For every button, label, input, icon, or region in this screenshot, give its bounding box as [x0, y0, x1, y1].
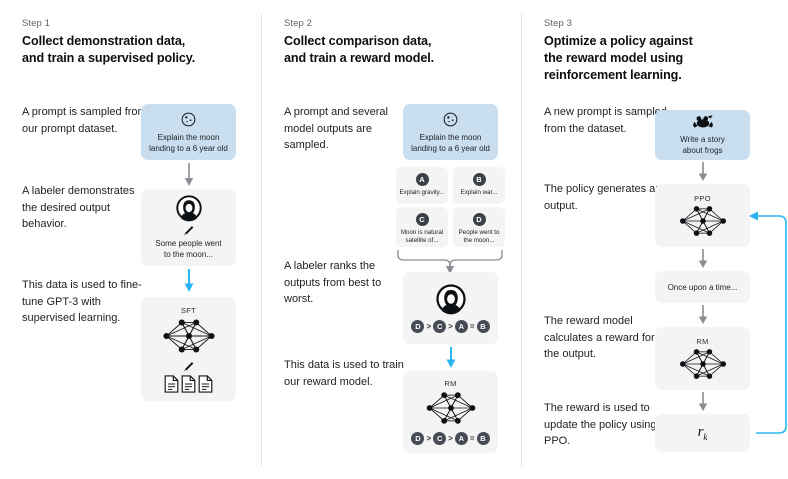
output-badge-b: B: [472, 173, 486, 186]
step-2-title: Collect comparison data, and train a rew…: [284, 34, 435, 65]
step-2-rm-card[interactable]: RM: [403, 371, 498, 453]
output-text-a: Explain gravity...: [399, 189, 445, 196]
step-2-output-card-d[interactable]: D People went to the moon...: [453, 207, 505, 247]
step-1-paragraph-3: This data is used to fine-tune GPT-3 wit…: [22, 279, 142, 324]
rank-badge-c: C: [433, 432, 447, 445]
rank-op-2: >: [448, 434, 453, 443]
column-step-1: Step 1 Collect demonstration data, and t…: [0, 0, 260, 479]
neural-network-icon: [425, 390, 477, 426]
rank-badge-a: A: [454, 319, 468, 333]
frog-icon: [692, 114, 714, 130]
arrow-down-gray: [698, 162, 708, 181]
labeler-avatar-icon: [175, 195, 202, 222]
arrow-down-blue: [184, 269, 194, 292]
step-3-reward-card[interactable]: rk: [655, 414, 750, 452]
step-3-prompt-card[interactable]: Write a story about frogs: [655, 110, 750, 160]
step-2-output-card-b[interactable]: B Explain war...: [453, 167, 505, 204]
step-3-output-card[interactable]: Once upon a time...: [655, 271, 750, 303]
rank-badge-d: D: [411, 432, 425, 445]
step-1-label: Step 1: [22, 18, 51, 29]
rank-badge-b: B: [476, 432, 490, 445]
merge-brace-arrow: [397, 250, 503, 274]
moon-icon: [180, 111, 197, 128]
step-3-label: Step 3: [544, 18, 573, 29]
step-2-paragraph-3: This data is used to train our reward mo…: [284, 359, 404, 388]
step-3-ppo-card[interactable]: PPO: [655, 184, 750, 247]
step-3-paragraph-4: The reward is used to update the policy …: [544, 402, 657, 447]
step-3-paragraph-2: The policy generates an output.: [544, 183, 662, 212]
step-1-paragraph-2: A labeler demonstrates the desired outpu…: [22, 185, 135, 230]
step-1-sft-card[interactable]: SFT: [141, 297, 236, 401]
step-1-labeler-card[interactable]: Some people went to the moon...: [141, 189, 236, 266]
step-2-output-card-c[interactable]: C Moon is natural satellite of...: [396, 207, 448, 247]
step-3-ppo-label: PPO: [694, 193, 711, 203]
step-3-output-text: Once upon a time...: [667, 282, 738, 292]
output-badge-c: C: [415, 213, 429, 226]
pencil-icon: [182, 358, 196, 372]
rank-op-1: >: [426, 434, 432, 443]
output-badge-a: A: [415, 173, 429, 186]
arrow-down-blue: [446, 347, 456, 368]
step-2-rm-label: RM: [444, 379, 457, 388]
step-2-paragraph-1: A prompt and several model outputs are s…: [284, 106, 388, 151]
reward-symbol: rk: [697, 424, 708, 442]
step-1-paragraph-1: A prompt is sampled from our prompt data…: [22, 106, 147, 135]
step-3-rm-card[interactable]: RM: [655, 327, 750, 390]
step-2-rm-ranking-row: D > C > A = B: [411, 432, 490, 445]
step-1-prompt-card[interactable]: Explain the moon landing to a 6 year old: [141, 104, 236, 160]
rank-badge-b: B: [476, 319, 490, 333]
rank-op-3: =: [469, 434, 475, 443]
step-2-prompt-text: Explain the moon landing to a 6 year old: [411, 132, 490, 153]
rank-op-3: =: [469, 321, 475, 331]
column-step-2: Step 2 Collect comparison data, and trai…: [262, 0, 522, 479]
step-2-ranking-row: D > C > A = B: [411, 319, 490, 333]
column-divider-2: [521, 14, 522, 466]
feedback-loop-arrow: [749, 211, 787, 434]
arrow-down-gray: [184, 163, 194, 186]
step-3-prompt-text: Write a story about frogs: [680, 135, 725, 155]
output-text-b: Explain war...: [460, 189, 498, 196]
column-divider-1: [261, 14, 262, 466]
rank-badge-c: C: [433, 319, 447, 333]
neural-network-icon: [678, 204, 728, 238]
labeler-avatar-icon: [435, 283, 466, 314]
step-2-prompt-card[interactable]: Explain the moon landing to a 6 year old: [403, 104, 498, 160]
neural-network-icon: [678, 347, 728, 381]
arrow-down-gray: [698, 249, 708, 268]
rank-op-2: >: [448, 321, 453, 331]
neural-network-icon: [162, 317, 216, 355]
step-1-title: Collect demonstration data, and train a …: [22, 34, 196, 65]
step-1-sft-label: SFT: [180, 305, 197, 315]
output-badge-d: D: [472, 213, 486, 226]
step-2-label: Step 2: [284, 18, 313, 29]
step-1-prompt-text: Explain the moon landing to a 6 year old: [149, 132, 228, 153]
step-3-rm-label: RM: [696, 336, 709, 346]
rank-badge-d: D: [411, 319, 425, 333]
step-1-labeler-text: Some people went to the moon...: [155, 239, 222, 259]
moon-icon: [442, 111, 459, 128]
documents-icon: [164, 374, 213, 393]
step-2-paragraph-2: A labeler ranks the outputs from best to…: [284, 260, 382, 305]
output-text-c: Moon is natural satellite of...: [400, 229, 444, 244]
rank-op-1: >: [426, 321, 432, 331]
rank-badge-a: A: [454, 432, 468, 445]
step-2-output-card-a[interactable]: A Explain gravity...: [396, 167, 448, 204]
step-3-paragraph-3: The reward model calculates a reward for…: [544, 315, 655, 360]
step-3-title: Optimize a policy against the reward mod…: [544, 34, 693, 82]
column-step-3: Step 3 Optimize a policy against the rew…: [522, 0, 787, 479]
arrow-down-gray: [698, 392, 708, 411]
step-2-ranking-card[interactable]: D > C > A = B: [403, 272, 498, 344]
output-text-d: People went to the moon...: [458, 229, 500, 244]
pencil-icon: [182, 222, 196, 236]
step-3-paragraph-1: A new prompt is sampled from the dataset…: [544, 106, 667, 135]
arrow-down-gray: [698, 305, 708, 324]
